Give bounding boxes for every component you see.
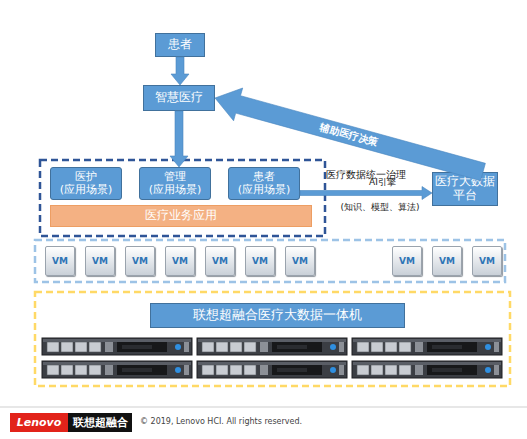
node-text: VM: [439, 256, 455, 266]
engine-detail: (知识、模型、算法): [322, 201, 438, 214]
vm-icon: VM: [45, 246, 75, 276]
vm-icon: VM: [472, 246, 502, 276]
vm-icon: VM: [285, 246, 315, 276]
vm-icon: VM: [245, 246, 275, 276]
vm-icon: VM: [432, 246, 462, 276]
node-text: VM: [292, 256, 308, 266]
process-box: 患者: [155, 33, 205, 57]
flow-arrow: [171, 57, 189, 85]
edge-label: 医疗数据统一治理: [326, 169, 406, 181]
vm-icon: VM: [205, 246, 235, 276]
node-text: VM: [212, 256, 228, 266]
vm-icon: VM: [165, 246, 195, 276]
flow-arrow: [215, 88, 485, 181]
node-text: 患者: [168, 38, 192, 52]
node-text: 智慧医疗: [155, 91, 203, 105]
node-text: 医护 (应用场景): [51, 171, 121, 196]
node-text: 医疗业务应用: [145, 209, 217, 223]
node-text: VM: [92, 256, 108, 266]
node-text: 管理 (应用场景): [140, 171, 210, 196]
app-group-frame: [40, 160, 325, 236]
node-text: VM: [52, 256, 68, 266]
platform-box: 医疗大数据 平台: [432, 172, 498, 206]
hardware-group-frame: [35, 292, 510, 386]
node-text: 医疗大数据 平台: [433, 175, 497, 203]
process-box: 智慧医疗: [143, 85, 215, 111]
edge-label: 辅助医疗决策: [318, 121, 379, 149]
vm-icon: VM: [392, 246, 422, 276]
node-text: VM: [479, 256, 495, 266]
vm-group-frame: [35, 240, 505, 282]
scenario-box: 患者 (应用场景): [228, 167, 300, 200]
brand-name: 联想超融合: [68, 413, 132, 432]
footer-rule: [0, 407, 527, 408]
node-text: 联想超融合医疗大数据一体机: [193, 308, 362, 323]
flow-arrow: [170, 111, 188, 167]
scenario-box: 医护 (应用场景): [50, 167, 122, 200]
scenario-box: 管理 (应用场景): [139, 167, 211, 200]
flow-arrow: [300, 187, 432, 200]
brand-logo: Lenovo: [10, 413, 68, 432]
appliance-title: 联想超融合医疗大数据一体机: [150, 303, 405, 328]
application-band: 医疗业务应用: [50, 205, 312, 227]
node-text: VM: [132, 256, 148, 266]
node-text: VM: [399, 256, 415, 266]
vm-icon: VM: [85, 246, 115, 276]
copyright-note: © 2019, Lenovo HCI. All rights reserved.: [140, 417, 302, 426]
node-text: VM: [252, 256, 268, 266]
node-text: 患者 (应用场景): [229, 171, 299, 196]
vm-icon: VM: [125, 246, 155, 276]
node-text: VM: [172, 256, 188, 266]
